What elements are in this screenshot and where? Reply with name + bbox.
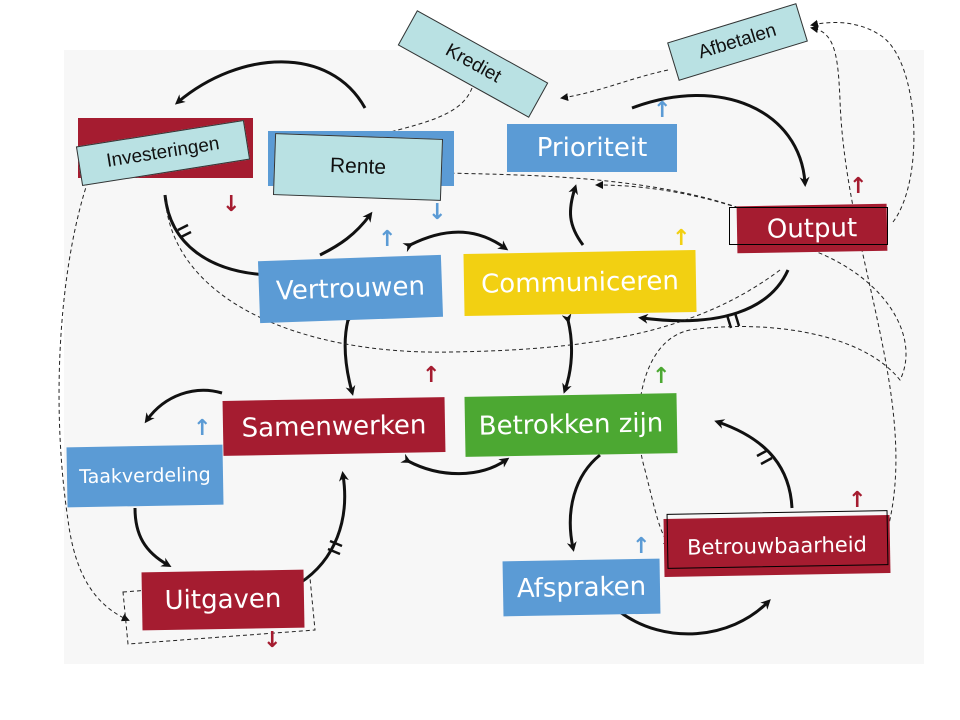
arrow-output-to-communiceren — [638, 269, 790, 324]
dashed-output-to-betrouwbaarheid — [638, 249, 907, 547]
arrow-vertrouwen-to-rente — [319, 211, 373, 257]
arrow-samenwerken-betrokken — [400, 453, 510, 476]
arrow-up-icon: ↑ — [652, 364, 671, 389]
arrow-samenwerken-to-taakverdeling — [144, 388, 223, 424]
arrow-communiceren-to-prioriteit — [568, 184, 585, 246]
node-betrokken-zijn: Betrokken zijn — [464, 393, 678, 457]
dashed-output-to-afbetalen — [810, 19, 915, 223]
node-uitgaven: Uitgaven — [141, 569, 305, 631]
arrow-afspraken-to-betrouwbaarheid — [619, 599, 771, 636]
node-label: Afspraken — [516, 571, 647, 604]
arrow-up-icon: ↑ — [653, 98, 672, 123]
arrow-up-icon: ↑ — [422, 363, 441, 388]
dashed-investeringen-loop — [164, 194, 781, 353]
arrow-up-icon: ↑ — [849, 174, 868, 199]
output-frame — [729, 207, 888, 245]
arrow-up-icon: ↑ — [848, 488, 867, 513]
arrow-up-icon: ↑ — [378, 227, 397, 252]
node-afspraken: Afspraken — [502, 558, 661, 617]
dashed-output-to-rente — [443, 169, 746, 211]
node-label: Betrokken zijn — [478, 408, 664, 442]
dashed-uitgaven-frame — [122, 577, 316, 645]
node-label: Vertrouwen — [275, 271, 426, 307]
arrow-betrouwbaarheid-to-betrokken — [714, 419, 794, 509]
node-label: Taakverdeling — [79, 463, 211, 489]
betrouwbaarheid-frame — [666, 510, 889, 569]
arrow-down-icon: ↓ — [222, 192, 241, 217]
dashed-output-to-prioriteit — [595, 181, 746, 211]
arrow-up-icon: ↑ — [672, 226, 691, 251]
arrow-vertrouwen-samenwerken — [343, 313, 356, 396]
arrow-taakverdeling-to-uitgaven — [133, 507, 172, 567]
node-label: Prioriteit — [536, 133, 648, 163]
arrow-rente-to-investeringen — [174, 60, 367, 109]
arrow-up-icon: ↑ — [193, 416, 212, 441]
arrow-uitgaven-to-samenwerken — [299, 471, 349, 585]
arrow-communiceren-betrokken — [561, 312, 574, 394]
tag-rente: Rente — [272, 133, 444, 201]
tag-label: Rente — [329, 154, 387, 179]
node-taakverdeling: Taakverdeling — [66, 444, 224, 508]
dashed-afbetalen-to-krediet — [560, 69, 669, 102]
node-vertrouwen: Vertrouwen — [257, 254, 444, 324]
arrow-vertrouwen-communiceren — [402, 230, 509, 253]
node-label: Uitgaven — [164, 583, 282, 617]
arrow-down-icon: ↓ — [263, 628, 282, 653]
node-samenwerken: Samenwerken — [222, 397, 446, 456]
node-communiceren: Communiceren — [463, 249, 697, 317]
node-label: Communiceren — [480, 266, 680, 300]
node-label: Samenwerken — [241, 409, 427, 444]
node-prioriteit: Prioriteit — [507, 124, 677, 172]
dashed-investeringen-to-uitgaven — [58, 174, 130, 622]
dashed-betrouwbaarheid-to-afbetalen — [810, 25, 897, 529]
arrow-prioriteit-to-output — [631, 94, 810, 187]
arrow-up-icon: ↑ — [632, 534, 651, 559]
arrow-investeringen-to-vertrouwen — [163, 194, 272, 280]
arrow-down-icon: ↓ — [428, 200, 447, 225]
arrow-betrokken-to-afspraken — [566, 453, 601, 552]
